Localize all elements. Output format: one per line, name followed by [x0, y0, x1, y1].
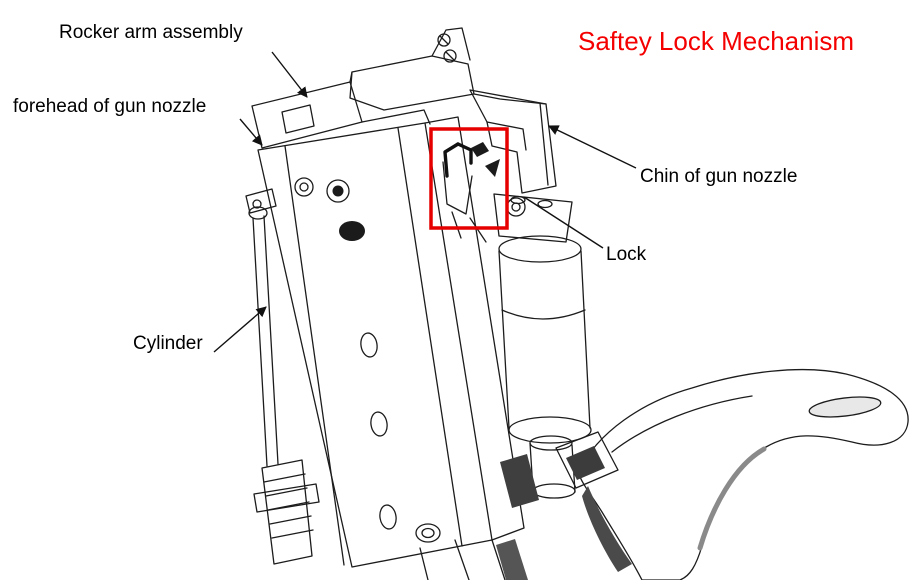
label-lock: Lock	[606, 244, 647, 265]
chin-of-gun-nozzle-drawing	[469, 89, 557, 194]
diagram-title: Saftey Lock Mechanism	[578, 26, 855, 56]
handle-drawing	[555, 368, 909, 580]
annotation-pointers	[213, 51, 637, 353]
lock-highlight-box	[429, 127, 509, 230]
label-forehead-of-gun-nozzle: forehead of gun nozzle	[13, 96, 207, 117]
chin-pointer-arrow	[548, 125, 637, 169]
label-chin-of-gun-nozzle: Chin of gun nozzle	[640, 166, 798, 187]
lower-body-drawing	[415, 454, 539, 580]
lock-part-drawing	[442, 142, 526, 243]
lock-pointer-line	[523, 196, 604, 249]
gun-body-block-drawing	[257, 116, 525, 568]
actuator-canister-drawing	[493, 193, 592, 499]
cylinder-drawing	[245, 188, 320, 565]
label-rocker-arm-assembly: Rocker arm assembly	[59, 22, 243, 43]
rocker-arm-assembly-drawing	[251, 27, 547, 149]
forehead-pointer-arrow	[239, 118, 263, 146]
label-cylinder: Cylinder	[133, 333, 203, 354]
cylinder-pointer-arrow	[213, 306, 267, 353]
rocker-arm-pointer-arrow	[271, 51, 308, 98]
